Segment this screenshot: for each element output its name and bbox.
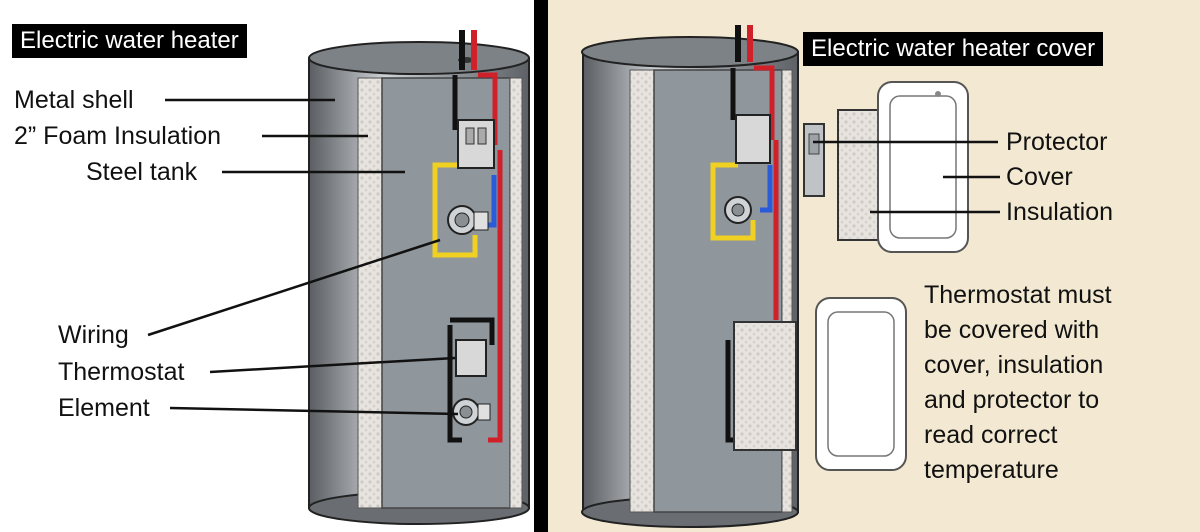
label-cover: Cover xyxy=(1006,163,1073,191)
thermostat-right xyxy=(735,114,771,164)
leader-lines xyxy=(147,98,459,416)
upper-element xyxy=(447,205,489,235)
label-steel-tank: Steel tank xyxy=(86,158,198,186)
label-foam-insulation: 2” Foam Insulation xyxy=(14,122,222,150)
water-heater-cutaway xyxy=(147,30,530,525)
left-title: Electric water heater xyxy=(12,24,247,59)
water-heater-cover-diagram xyxy=(581,25,1000,528)
element-right xyxy=(724,196,752,224)
spare-cover-part xyxy=(815,297,907,471)
note-line: Thermostat must xyxy=(924,281,1112,309)
label-thermostat: Thermostat xyxy=(58,358,185,386)
note-line: temperature xyxy=(924,456,1059,484)
foam-insulation-layer xyxy=(357,77,383,509)
note-line: be covered with xyxy=(924,316,1100,344)
label-wiring: Wiring xyxy=(58,321,129,349)
label-element: Element xyxy=(58,394,150,422)
right-title: Electric water heater cover xyxy=(803,32,1104,67)
upper-thermostat xyxy=(457,119,495,169)
label-metal-shell: Metal shell xyxy=(14,86,134,114)
left-panel: Electric water heater Metal shell 2” Foa… xyxy=(0,0,538,532)
thermostat-note: Thermostat must be covered with cover, i… xyxy=(924,278,1112,488)
leader-lines-right xyxy=(813,140,1000,214)
lower-element xyxy=(452,398,491,426)
note-line: read correct xyxy=(924,421,1058,449)
right-panel: Electric water heater cover Protector Co… xyxy=(548,0,1200,532)
label-insulation: Insulation xyxy=(1006,198,1114,226)
cover-part xyxy=(877,81,969,253)
lower-thermostat xyxy=(455,339,487,377)
note-line: cover, insulation xyxy=(924,351,1104,379)
note-line: and protector to xyxy=(924,386,1100,414)
heater-body xyxy=(581,36,799,528)
installed-insulation-block xyxy=(733,321,797,451)
label-protector: Protector xyxy=(1006,128,1108,156)
protector-part xyxy=(803,123,825,197)
